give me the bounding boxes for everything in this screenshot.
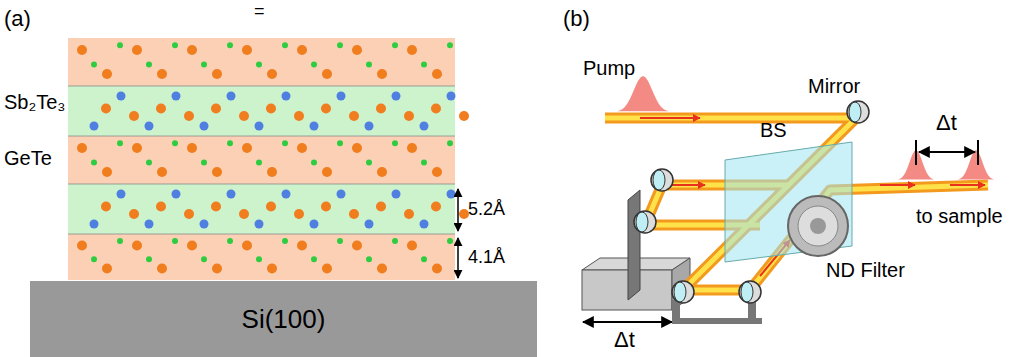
component-label: BS <box>760 120 787 140</box>
laser-pulses <box>617 76 994 179</box>
panel-label: (b) <box>563 8 590 30</box>
component-label: Pump <box>583 58 635 78</box>
dimension-arrows <box>457 189 459 278</box>
layer-stack <box>68 38 469 280</box>
nd-filter <box>788 196 848 256</box>
node-text: Si(100) <box>242 304 326 335</box>
output-label: to sample <box>916 206 1003 226</box>
layer-label: GeTe <box>4 148 52 168</box>
panel-label: (a) <box>4 8 31 30</box>
laser-beams <box>605 118 988 290</box>
delay-label: Δt <box>614 329 635 351</box>
dimension: 4.1Å <box>468 248 505 266</box>
delay-label: Δt <box>936 112 957 134</box>
component-label: Mirror <box>808 76 860 96</box>
delay-marker <box>916 140 978 165</box>
substrate-band: Si(100) <box>30 281 537 357</box>
component-label: ND Filter <box>826 260 905 280</box>
layer-label: Sb₂Te₃ <box>4 92 66 112</box>
dimension: 5.2Å <box>468 200 505 218</box>
beam-splitter <box>725 142 852 262</box>
mark: = <box>254 2 265 20</box>
